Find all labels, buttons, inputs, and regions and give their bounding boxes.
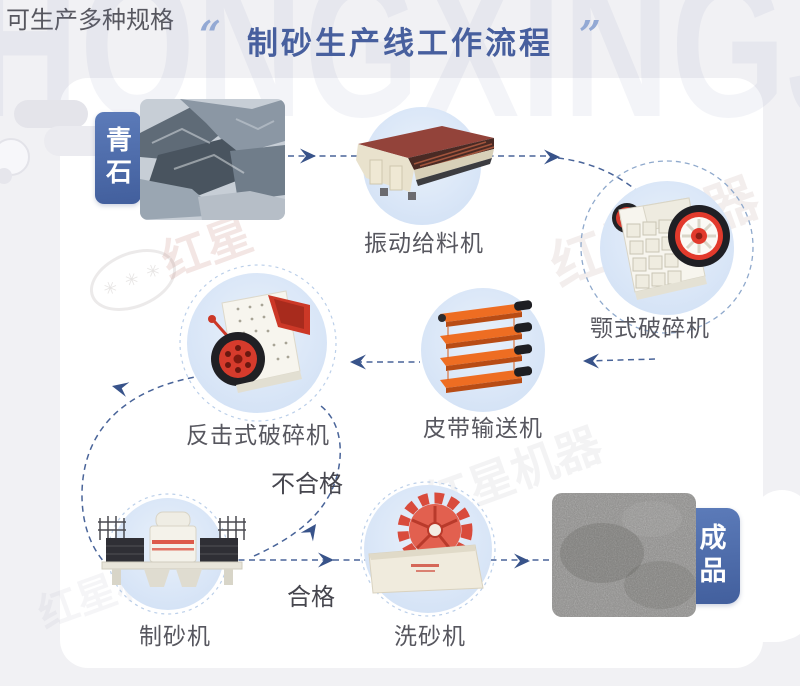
jaw-crusher-illustration bbox=[612, 197, 730, 300]
quote-open-icon: “ bbox=[199, 12, 221, 57]
sand-texture-illustration bbox=[552, 493, 696, 617]
title-row: “ 制砂生产线工作流程 ” bbox=[0, 12, 800, 63]
decor-cloud-capsule bbox=[14, 100, 88, 128]
rocks-illustration bbox=[140, 99, 285, 220]
bluestone-tag: 青石 bbox=[95, 112, 141, 204]
jaw-crusher-label: 颚式破碎机 bbox=[590, 315, 710, 341]
unqualified-branch-label: 不合格 bbox=[271, 471, 343, 498]
qualified-branch-label: 合格 bbox=[287, 584, 335, 611]
impact-crusher-label: 反击式破碎机 bbox=[186, 422, 330, 448]
belt-conveyor-illustration bbox=[438, 300, 533, 393]
bluestone-photo bbox=[140, 99, 285, 220]
decor-cloud-dot bbox=[0, 168, 12, 184]
sand-maker-label: 制砂机 bbox=[139, 623, 211, 649]
output-caption: 可生产多种规格 bbox=[6, 7, 174, 34]
sand-maker-illustration bbox=[98, 511, 246, 587]
sand-washer-label: 洗砂机 bbox=[394, 623, 466, 649]
decor-blob bbox=[734, 582, 800, 642]
impact-crusher-illustration bbox=[208, 290, 310, 393]
vibrating-feeder-illustration bbox=[356, 126, 495, 200]
page-title: 制砂生产线工作流程 bbox=[247, 26, 553, 61]
quote-close-icon: ” bbox=[579, 12, 601, 57]
vibrating-feeder-label: 振动给料机 bbox=[364, 230, 484, 256]
sand-product-photo bbox=[552, 493, 696, 617]
belt-conveyor-label: 皮带输送机 bbox=[423, 415, 543, 441]
sand-washer-illustration bbox=[368, 492, 484, 594]
